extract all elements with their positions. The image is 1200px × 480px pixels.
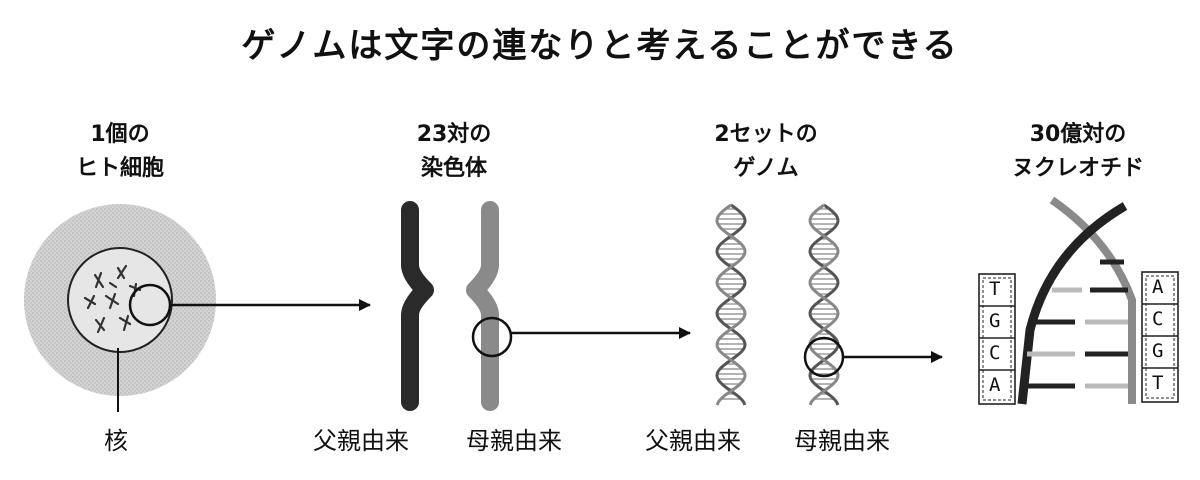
stage-heading-line2: 染色体: [420, 156, 487, 181]
genome-paternal-label: 父親由来: [645, 427, 741, 455]
base-letter-left: T: [989, 278, 1001, 300]
stage-heading-line1: 1個の: [90, 122, 150, 147]
nucleus-label: 核: [104, 427, 128, 455]
stage-heading-line1: 23対の: [416, 122, 492, 147]
stage-heading-line2: ヌクレオチド: [1011, 156, 1144, 181]
chromosome-paternal-label: 父親由来: [313, 427, 409, 455]
stage-heading-nucleotides: 30億対の ヌクレオチド: [978, 118, 1178, 186]
base-letter-right: T: [1152, 372, 1164, 394]
page-title: ゲノムは文字の連なりと考えることができる: [241, 26, 959, 66]
base-letter-left: C: [989, 342, 1001, 364]
dna-ladder: [1017, 196, 1136, 405]
base-letter-right: A: [1152, 276, 1164, 298]
cell-nucleus: [67, 247, 173, 353]
base-box-column-right: [1141, 271, 1179, 403]
base-letter-right: C: [1152, 308, 1164, 330]
helix-strand: [715, 203, 747, 406]
maternal-chromosome: [466, 201, 499, 411]
stage-heading-genomes: 2セットの ゲノム: [666, 118, 866, 186]
base-letter-right: G: [1152, 340, 1164, 362]
stage-heading-line2: ヒト細胞: [75, 156, 164, 181]
dna-strand-right: [1049, 196, 1136, 404]
helix-strand: [715, 203, 747, 406]
paternal-chromosome: [401, 201, 434, 411]
dna-strand-left: [1017, 202, 1128, 405]
stage-heading-line1: 2セットの: [714, 122, 818, 147]
genome-maternal-label: 母親由来: [794, 427, 890, 455]
chromosome-maternal-label: 母親由来: [466, 427, 562, 455]
stage-heading-line2: ゲノム: [733, 156, 799, 181]
stage-heading-cell: 1個の ヒト細胞: [20, 118, 220, 186]
zoom-circle-chromosome: [471, 316, 513, 358]
base-box-column-left: [978, 273, 1016, 405]
nucleus-chromosomes: [83, 264, 142, 334]
stage-heading-line1: 30億対の: [1029, 122, 1127, 147]
base-letter-left: G: [989, 310, 1001, 332]
paternal-genome-helix: [715, 203, 747, 406]
stage-heading-chromosomes: 23対の 染色体: [354, 118, 554, 186]
base-letter-left: A: [989, 374, 1001, 396]
human-cell: [24, 204, 216, 412]
